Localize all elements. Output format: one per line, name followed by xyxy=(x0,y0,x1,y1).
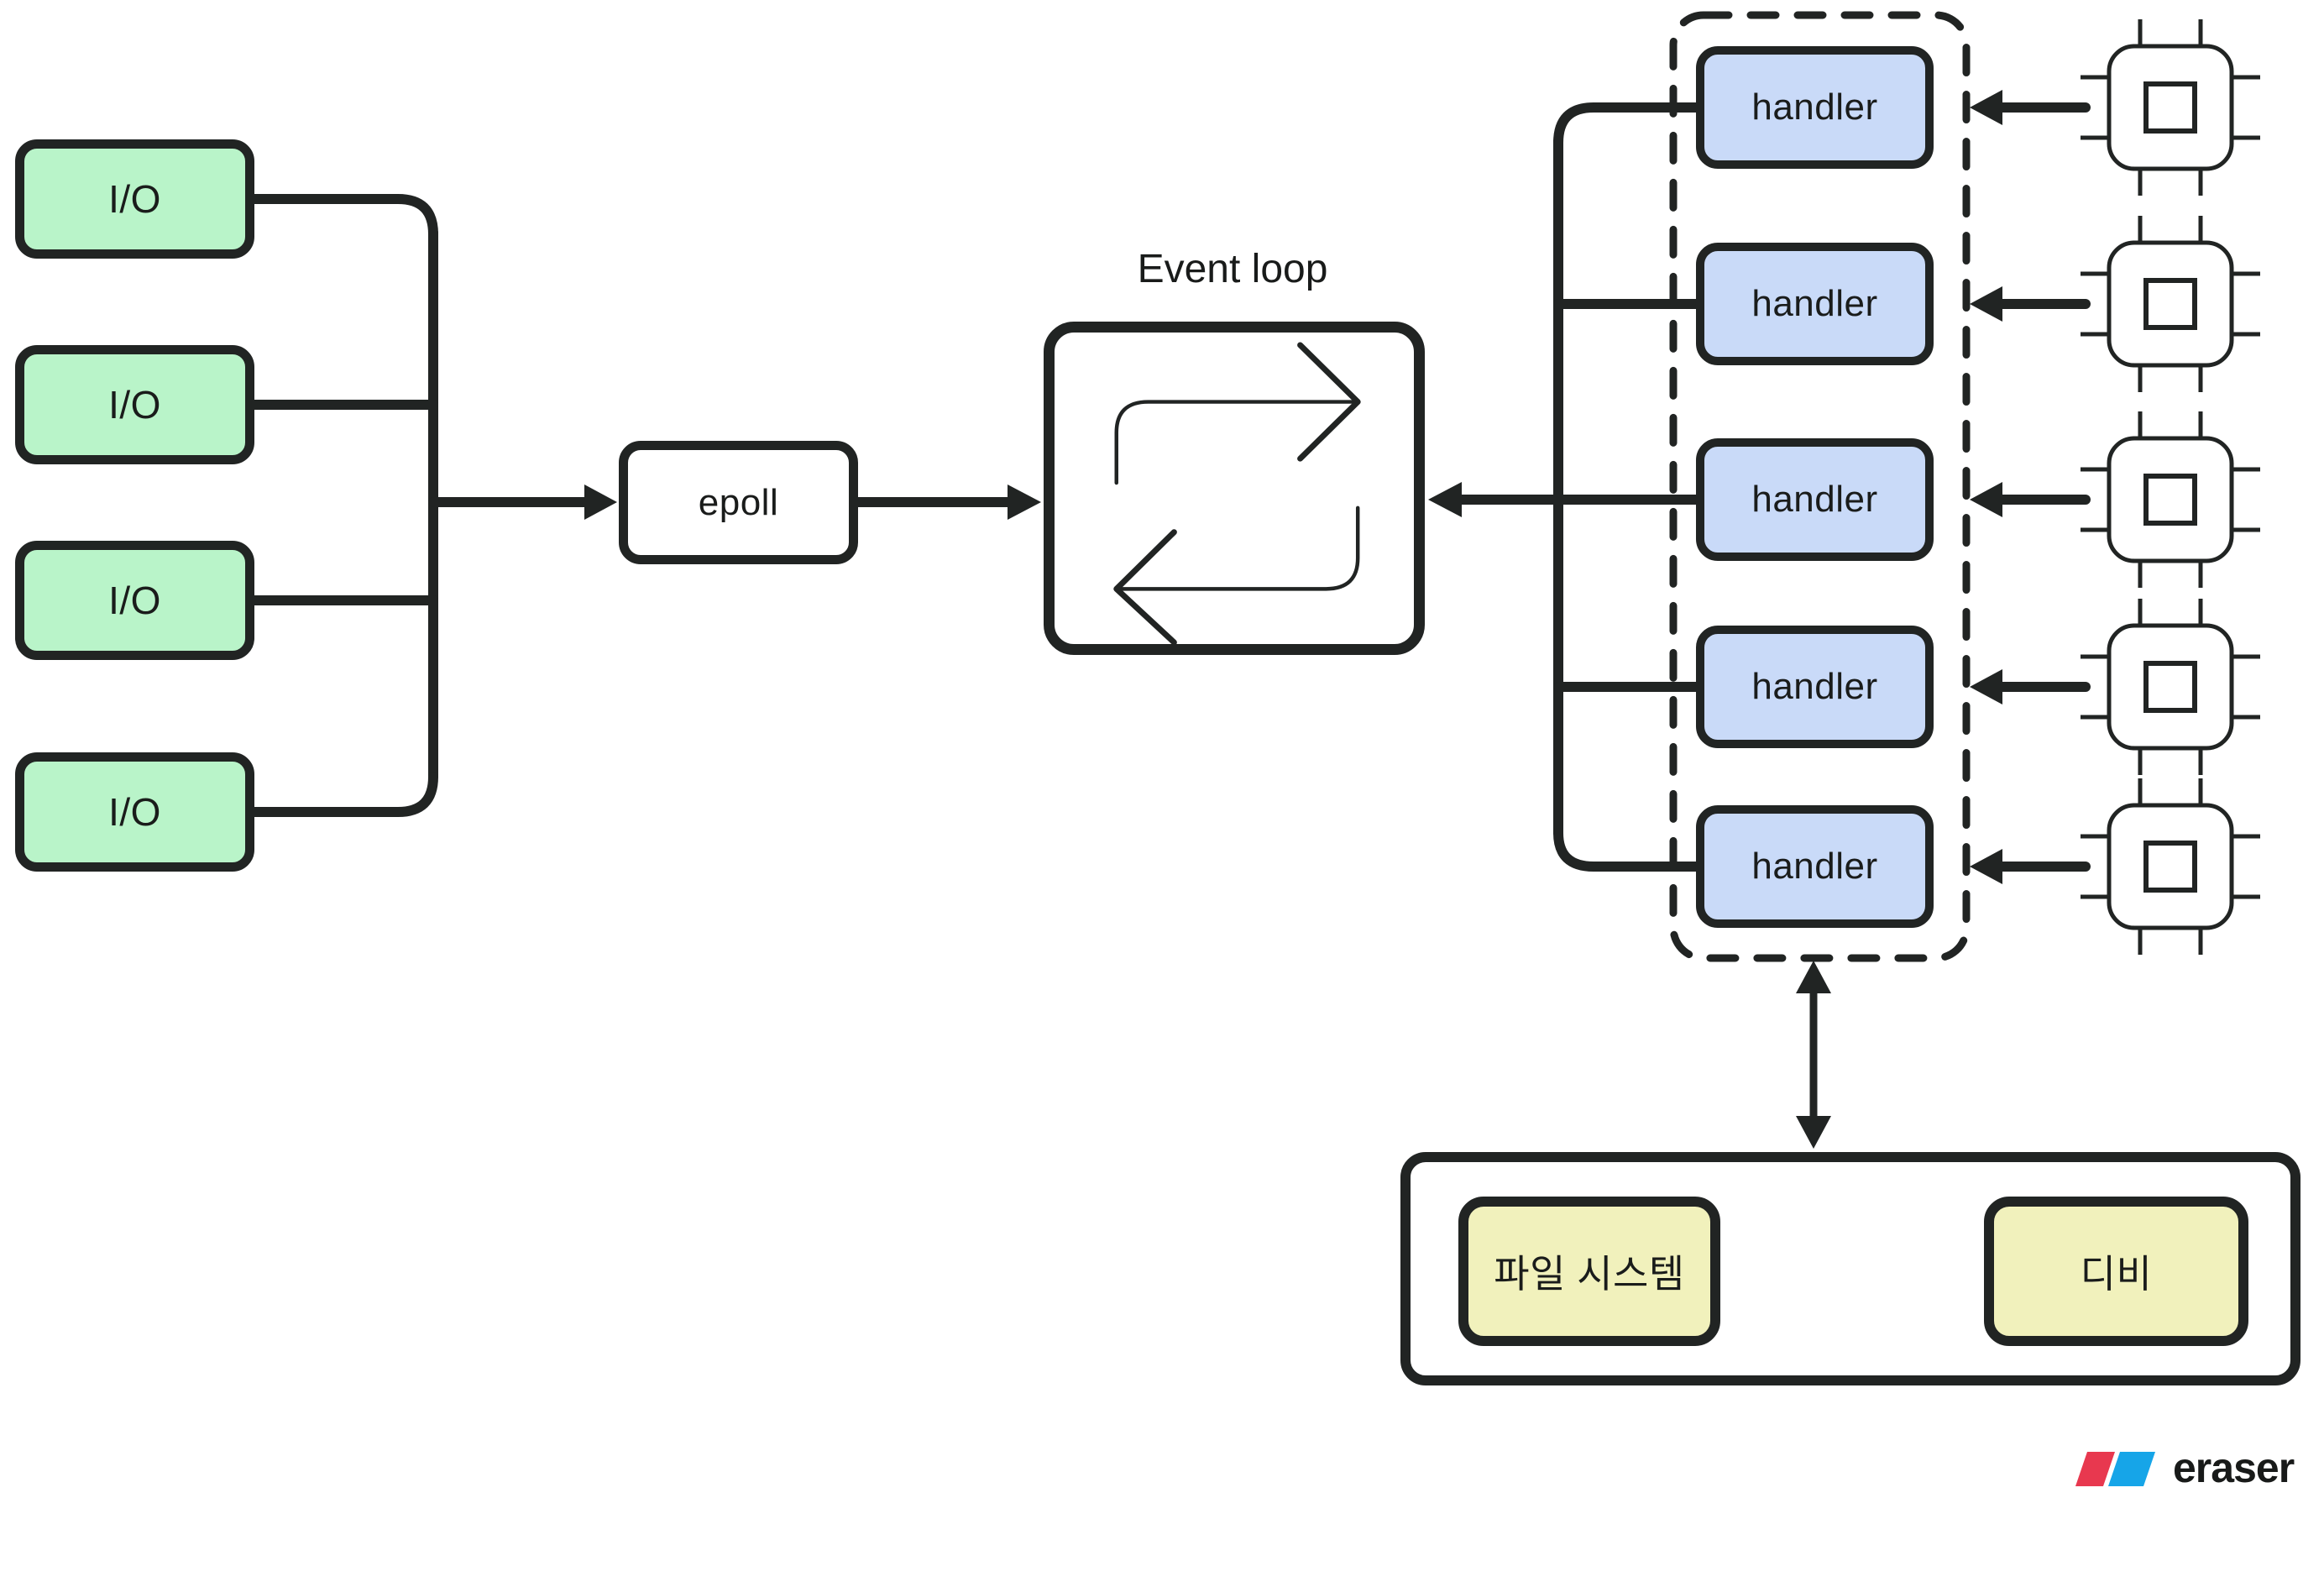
handler-box: handler xyxy=(1696,626,1934,748)
pool-backend-up-arrowhead xyxy=(1796,961,1831,993)
bus-to-epoll-arrowhead xyxy=(584,484,617,520)
io-box: I/O xyxy=(15,752,254,872)
io-box: I/O xyxy=(15,541,254,660)
client-3-arrowhead xyxy=(1970,482,2002,517)
handler-label: handler xyxy=(1751,666,1878,707)
file-system-label: 파일 시스템 xyxy=(1494,1252,1685,1296)
handler-box: handler xyxy=(1696,243,1934,365)
epoll-label: epoll xyxy=(698,481,779,523)
epoll-to-eventloop-arrowhead xyxy=(1008,484,1041,520)
eraser-logo: eraser xyxy=(2075,1444,2295,1491)
handler-label: handler xyxy=(1751,283,1878,324)
handler-5-wire xyxy=(1553,828,1701,872)
event-loop-box xyxy=(1044,322,1425,655)
client-4-arrowhead xyxy=(1970,669,2002,704)
handler-1-wire xyxy=(1553,102,1701,148)
cpu-chip-icon xyxy=(2081,778,2260,955)
bus-to-eventloop-arrowhead xyxy=(1428,482,1462,517)
io-4-wire xyxy=(249,772,438,817)
handler-pool-dashed-border xyxy=(1669,11,1971,962)
handler-label: handler xyxy=(1751,86,1878,128)
eraser-logo-text: eraser xyxy=(2173,1444,2295,1491)
io-box-label: I/O xyxy=(108,177,161,221)
io-box-label: I/O xyxy=(108,383,161,427)
io-1-wire xyxy=(249,194,438,239)
cpu-chip-icon xyxy=(2081,599,2260,775)
handler-box: handler xyxy=(1696,46,1934,169)
cycle-arrows-icon xyxy=(1113,342,1361,644)
pool-backend-down-arrowhead xyxy=(1796,1116,1831,1149)
cpu-chip-icon xyxy=(2081,19,2260,196)
db-label: 디비 xyxy=(2080,1252,2153,1296)
cpu-chip-icon xyxy=(2081,411,2260,588)
handler-label: handler xyxy=(1751,479,1878,520)
handler-box: handler xyxy=(1696,805,1934,928)
epoll-box: epoll xyxy=(619,441,858,564)
handler-box: handler xyxy=(1696,438,1934,561)
handler-label: handler xyxy=(1751,846,1878,887)
db-box: 디비 xyxy=(1984,1197,2248,1346)
client-5-arrowhead xyxy=(1970,849,2002,884)
file-system-box: 파일 시스템 xyxy=(1458,1197,1720,1346)
cpu-chip-icon xyxy=(2081,216,2260,392)
eraser-logo-icon xyxy=(2075,1452,2155,1486)
io-box: I/O xyxy=(15,345,254,464)
io-box: I/O xyxy=(15,139,254,259)
client-2-arrowhead xyxy=(1970,286,2002,322)
client-1-arrowhead xyxy=(1970,90,2002,125)
io-box-label: I/O xyxy=(108,579,161,622)
event-loop-title: Event loop xyxy=(1137,247,1328,291)
io-box-label: I/O xyxy=(108,790,161,834)
